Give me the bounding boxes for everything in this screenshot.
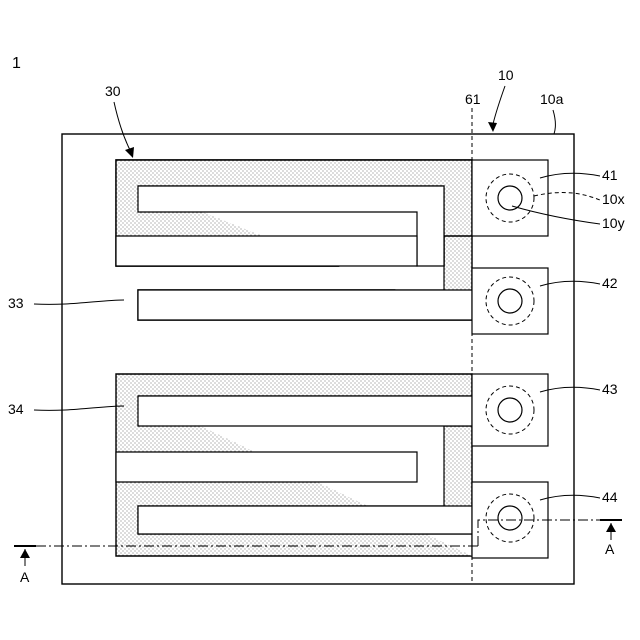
leader-42: [540, 281, 600, 286]
heater-channel-lower-3: [116, 452, 417, 482]
section-label-right: A: [605, 541, 615, 557]
section-label-left: A: [20, 569, 30, 585]
leader-41: [540, 173, 600, 178]
figure-label: 1: [12, 55, 21, 72]
label-34: 34: [8, 401, 24, 417]
heater-channel-upper-4: [138, 290, 472, 320]
via-inner-42: [498, 289, 522, 313]
leader-33: [34, 300, 124, 304]
leader-44: [540, 495, 600, 500]
label-10y: 10y: [602, 215, 625, 231]
heater-channel-lower-4: [138, 506, 472, 534]
label-10x: 10x: [602, 191, 625, 207]
leader-10a: [553, 110, 555, 134]
leader-34: [34, 406, 124, 410]
label-41: 41: [602, 167, 618, 183]
heater-channel-upper-3: [116, 236, 417, 266]
label-10a: 10a: [540, 91, 564, 107]
via-inner-43: [498, 398, 522, 422]
label-42: 42: [602, 275, 618, 291]
label-10: 10: [498, 67, 514, 83]
leader-30: [114, 102, 130, 150]
leader-43: [540, 387, 600, 392]
label-30: 30: [105, 83, 121, 99]
heater-channel-lower-2: [138, 396, 472, 426]
via-inner-41: [498, 186, 522, 210]
arrow-30: [125, 147, 134, 158]
label-43: 43: [602, 381, 618, 397]
via-inner-44: [498, 506, 522, 530]
label-44: 44: [602, 489, 618, 505]
leader-10: [493, 86, 505, 124]
label-61: 61: [465, 91, 481, 107]
label-33: 33: [8, 295, 24, 311]
arrow-10: [488, 122, 497, 132]
